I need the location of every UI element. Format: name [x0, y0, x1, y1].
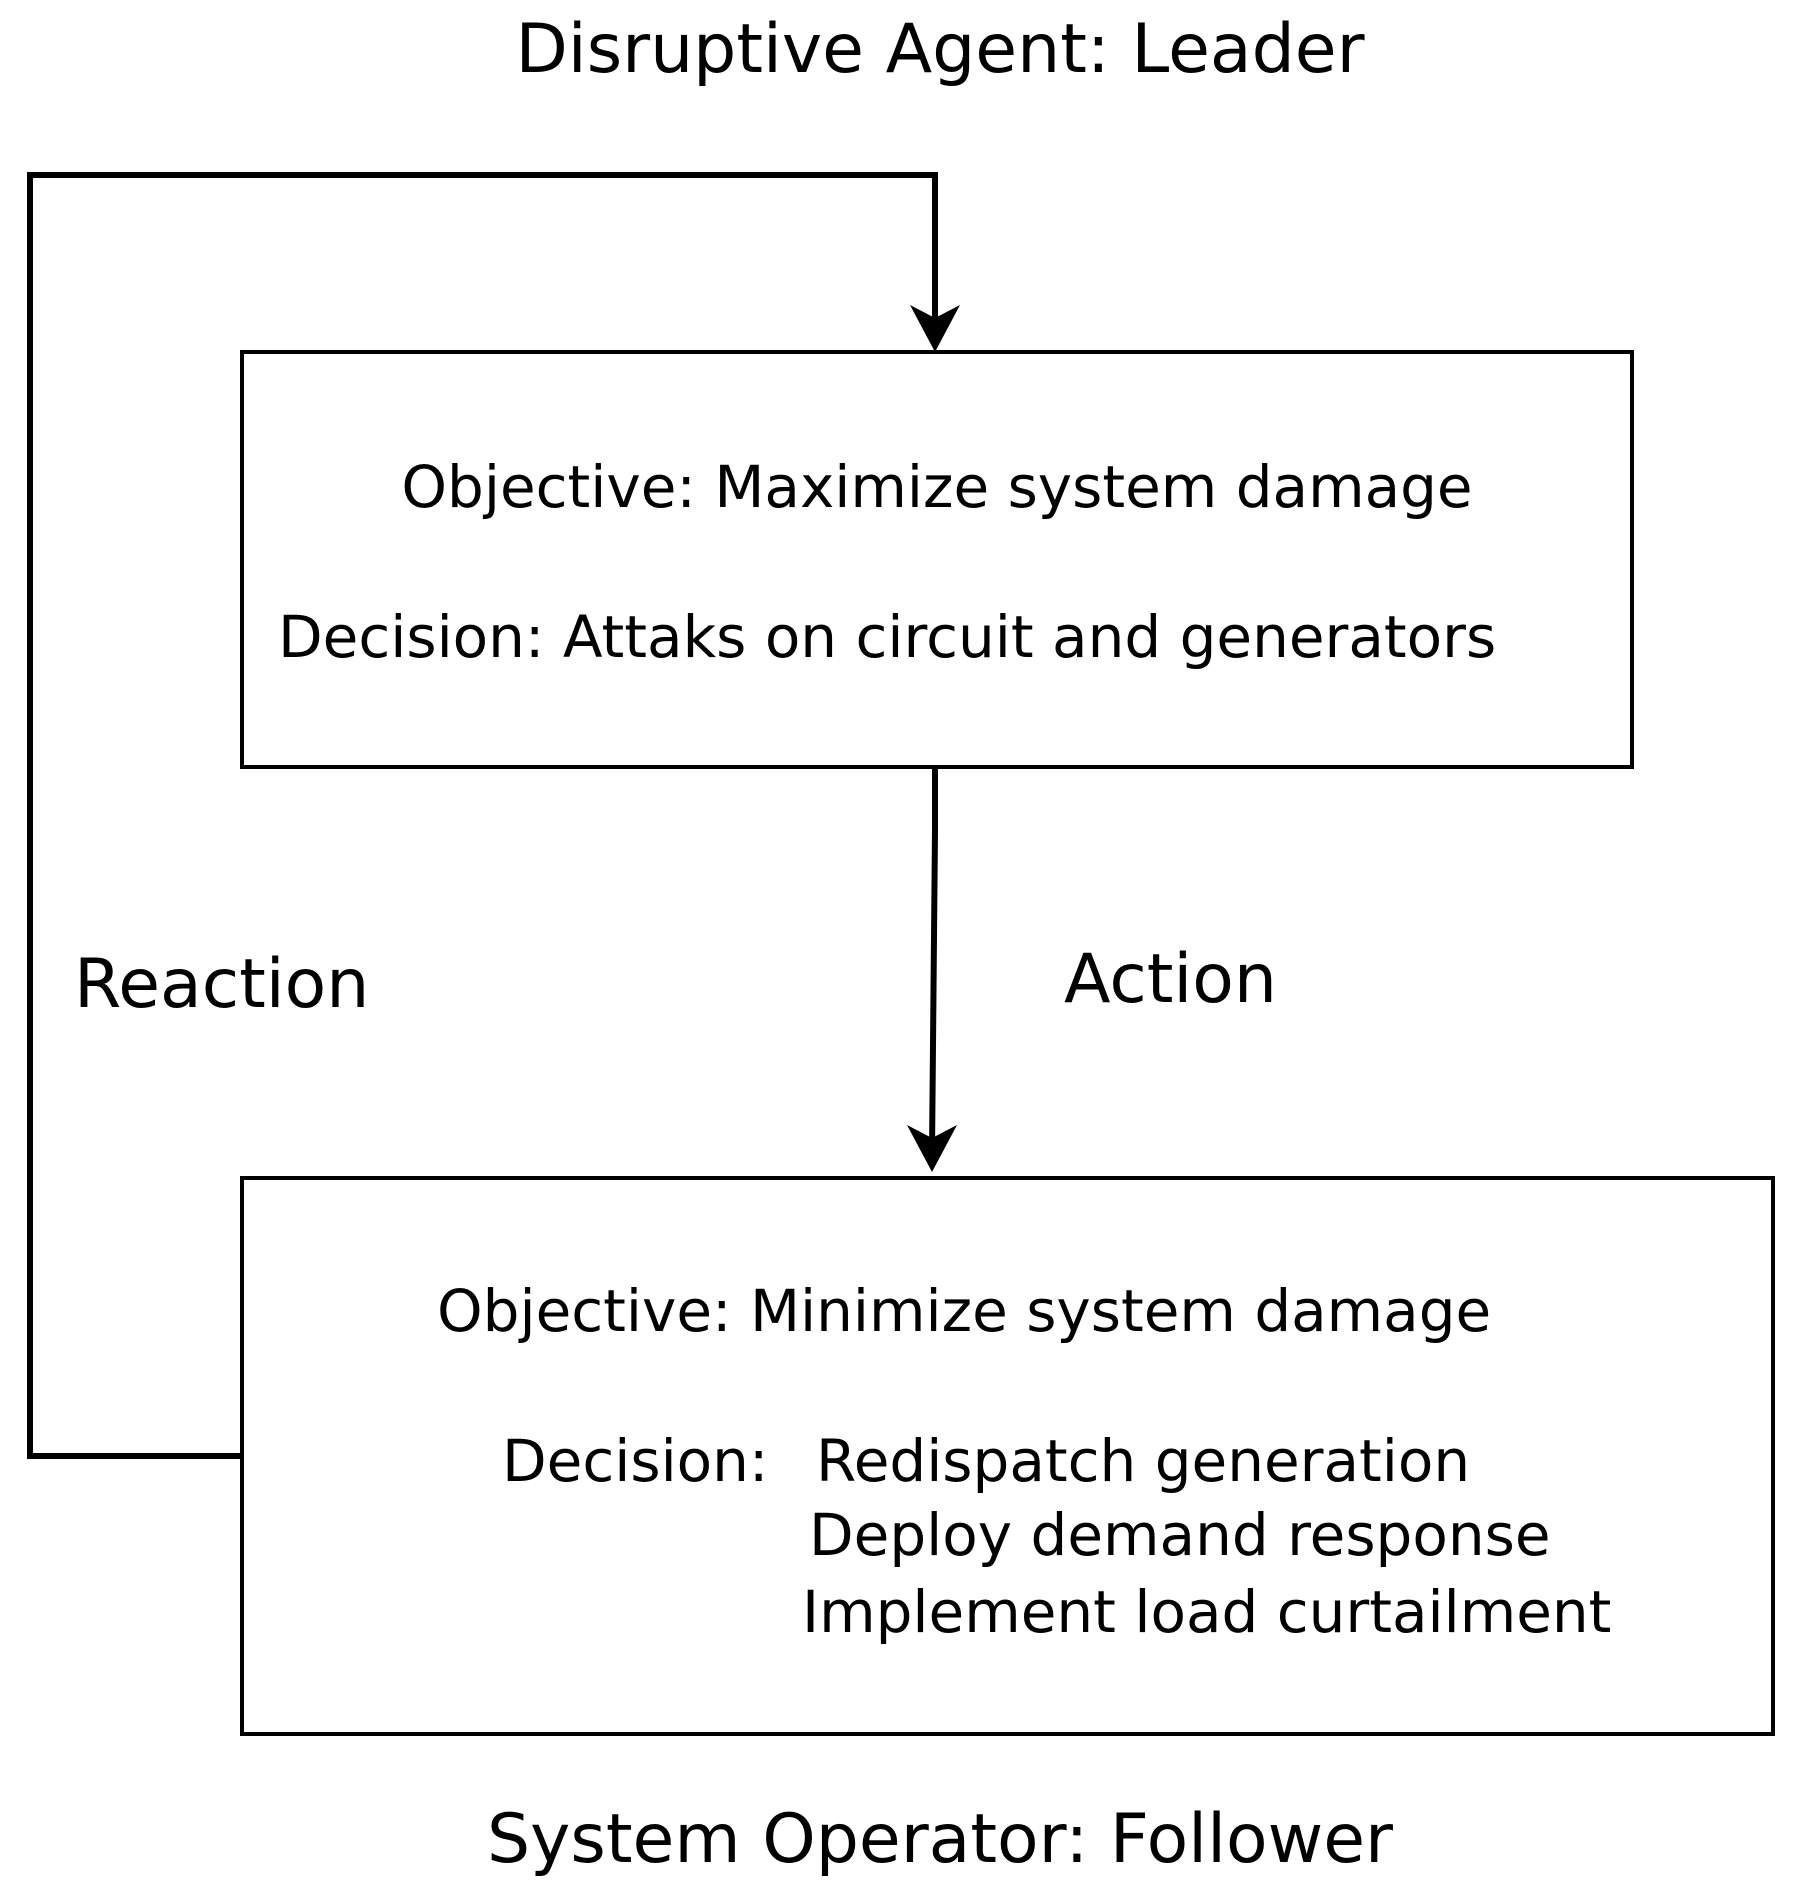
follower-decision-item: Implement load curtailment	[802, 1578, 1612, 1646]
action-arrowhead	[907, 1125, 957, 1172]
follower-title: System Operator: Follower	[487, 1800, 1393, 1879]
leader-title: Disruptive Agent: Leader	[515, 10, 1365, 89]
leader-box: Objective: Maximize system damage Decisi…	[240, 350, 1634, 769]
leader-objective: Objective: Maximize system damage	[401, 453, 1473, 521]
action-label: Action	[1064, 940, 1277, 1019]
follower-decision-item: Deploy demand response	[809, 1501, 1551, 1569]
follower-box: Objective: Minimize system damage Decisi…	[240, 1176, 1775, 1736]
follower-decision-label: Decision:	[502, 1427, 769, 1495]
reaction-label: Reaction	[74, 945, 370, 1024]
leader-decision: Decision: Attaks on circuit and generato…	[278, 603, 1497, 671]
follower-decision-item: Redispatch generation	[816, 1427, 1471, 1495]
action-arrow-line	[929, 768, 938, 1153]
reaction-arrowhead	[910, 305, 960, 352]
follower-objective: Objective: Minimize system damage	[437, 1277, 1492, 1345]
reaction-arrow-line	[27, 172, 938, 1459]
